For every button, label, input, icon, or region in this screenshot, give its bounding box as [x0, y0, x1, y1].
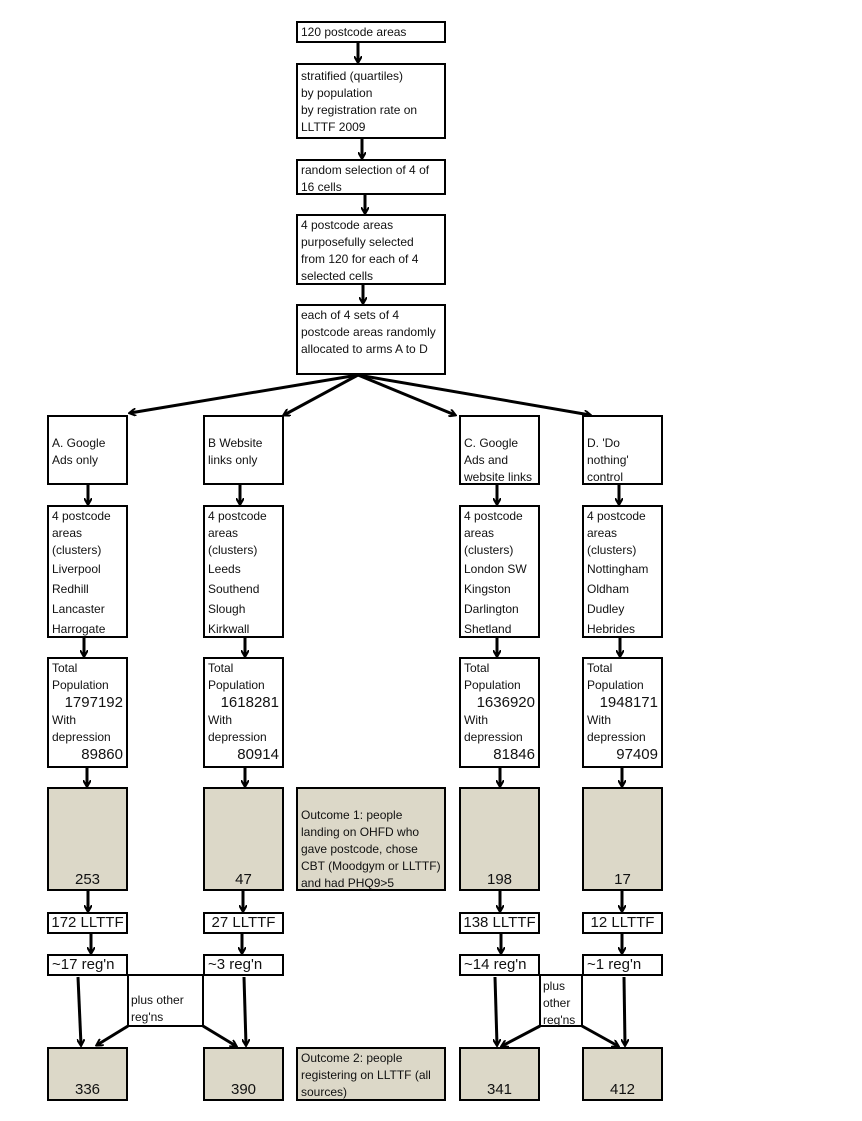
arm-c-outcome2: 341 — [459, 1047, 540, 1101]
depression-value: 81846 — [493, 746, 535, 763]
outcome2-value: 336 — [74, 1081, 101, 1098]
arm-c-registrations: ~14 reg'n — [459, 954, 540, 976]
step-purposeful-selection: 4 postcode areas purposefully selected f… — [296, 214, 446, 285]
arrow — [130, 373, 359, 413]
population-value: 1618281 — [220, 694, 279, 711]
outcome1-value: 253 — [74, 871, 101, 888]
outcome2-value: 412 — [609, 1081, 636, 1098]
depression-label: With depression — [208, 713, 267, 744]
cluster-item: Redhill — [52, 582, 89, 596]
outcome1-value: 47 — [235, 871, 252, 888]
arm-c-label: C. Google Ads and website links — [459, 415, 540, 485]
depression-value: 80914 — [237, 746, 279, 763]
arm-a-registrations: ~17 reg'n — [47, 954, 128, 976]
arrow — [202, 1024, 236, 1046]
cluster-item: Shetland — [464, 622, 512, 636]
cluster-item: Oldham — [587, 582, 630, 596]
arrow — [357, 373, 590, 415]
arm-b-label: B Website links only — [203, 415, 284, 485]
population-value: 1636920 — [476, 694, 535, 711]
arm-a-label: A. Google Ads only — [47, 415, 128, 485]
cluster-item: Nottingham — [587, 562, 649, 576]
cluster-item: Slough — [208, 602, 246, 616]
cluster-item: Liverpool — [52, 562, 101, 576]
arrow — [581, 1024, 618, 1046]
arm-b-llttf: 27 LLTTF — [203, 912, 284, 934]
cluster-item: Darlington — [464, 602, 519, 616]
outcome1-value: 198 — [486, 871, 513, 888]
step-random-allocation: each of 4 sets of 4 postcode areas rando… — [296, 304, 446, 375]
cluster-item: Kirkwall — [208, 622, 250, 636]
outcome1-value: 17 — [614, 871, 631, 888]
population-label: Total Population — [587, 661, 644, 692]
outcome2-value: 390 — [230, 1081, 257, 1098]
cluster-item: Southend — [208, 582, 260, 596]
arm-a-outcome2: 336 — [47, 1047, 128, 1101]
cluster-item: Lancaster — [52, 602, 105, 616]
population-value: 1797192 — [64, 694, 123, 711]
outcome2-value: 341 — [486, 1081, 513, 1098]
arrow — [76, 976, 81, 1045]
arm-d-registrations: ~1 reg'n — [582, 954, 663, 976]
arm-c-llttf: 138 LLTTF — [459, 912, 540, 934]
arrow — [357, 373, 455, 415]
depression-label: With depression — [587, 713, 646, 744]
depression-label: With depression — [52, 713, 111, 744]
arrow — [97, 1024, 129, 1045]
cluster-item: Leeds — [208, 562, 241, 576]
outcome1-label: Outcome 1: people landing on OHFD who ga… — [296, 787, 446, 891]
arm-d-outcome2: 412 — [582, 1047, 663, 1101]
plus-other-registrations-right: plus other reg'ns — [539, 974, 583, 1027]
arm-b-outcome2: 390 — [203, 1047, 284, 1101]
step-postcode-areas: 120 postcode areas — [296, 21, 446, 43]
depression-value: 89860 — [81, 746, 123, 763]
step-random-selection: random selection of 4 of 16 cells — [296, 159, 446, 195]
depression-value: 97409 — [616, 746, 658, 763]
clusters-title: 4 postcode areas (clusters) — [208, 509, 267, 557]
cluster-item: Kingston — [464, 582, 511, 596]
arrow — [495, 976, 497, 1045]
population-label: Total Population — [52, 661, 109, 692]
arm-c-clusters: 4 postcode areas (clusters) London SW King… — [459, 505, 540, 638]
arm-a-outcome1: 253 — [47, 787, 128, 891]
cluster-item: Harrogate — [52, 622, 106, 636]
arrow — [502, 1024, 541, 1046]
cluster-item: Hebrides — [587, 622, 636, 636]
plus-other-registrations-left: plus other reg'ns — [127, 974, 204, 1027]
clusters-title: 4 postcode areas (clusters) — [587, 509, 646, 557]
step-stratified: stratified (quartiles) by population by … — [296, 63, 446, 139]
arrow — [244, 976, 246, 1045]
population-label: Total Population — [464, 661, 521, 692]
cluster-item: London SW — [464, 562, 527, 576]
arrow — [284, 373, 359, 415]
outcome2-label: Outcome 2: people registering on LLTTF (… — [296, 1047, 446, 1101]
arm-d-llttf: 12 LLTTF — [582, 912, 663, 934]
arm-d-outcome1: 17 — [582, 787, 663, 891]
arm-d-label: D. 'Do nothing' control — [582, 415, 663, 485]
arrow — [624, 976, 625, 1045]
cluster-item: Dudley — [587, 602, 625, 616]
arm-c-outcome1: 198 — [459, 787, 540, 891]
arm-a-llttf: 172 LLTTF — [47, 912, 128, 934]
clusters-title: 4 postcode areas (clusters) — [464, 509, 523, 557]
population-label: Total Population — [208, 661, 265, 692]
arm-b-outcome1: 47 — [203, 787, 284, 891]
depression-label: With depression — [464, 713, 523, 744]
population-value: 1948171 — [599, 694, 658, 711]
arm-b-registrations: ~3 reg'n — [203, 954, 284, 976]
clusters-title: 4 postcode areas (clusters) — [52, 509, 111, 557]
